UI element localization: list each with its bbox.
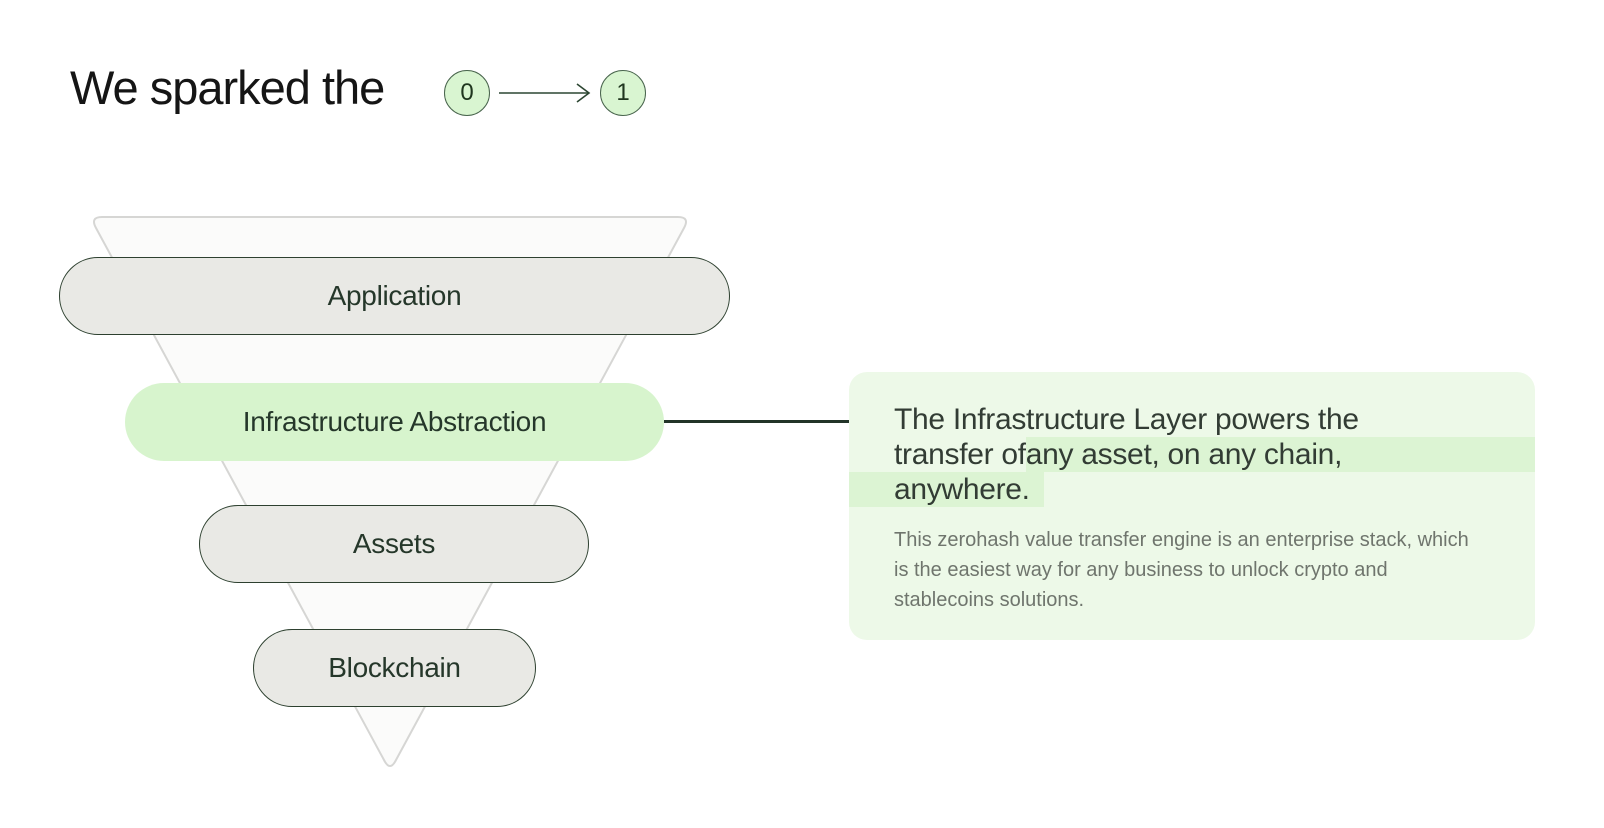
- headline-line-1: The Infrastructure Layer powers the: [894, 403, 1359, 436]
- funnel-layer-blockchain: Blockchain: [253, 629, 536, 707]
- headline-highlight-text: any asset, on any chain,: [1025, 437, 1535, 472]
- headline-line-3: anywhere.: [849, 472, 1535, 507]
- funnel-layer-label: Infrastructure Abstraction: [242, 406, 547, 437]
- headline-highlight-text: anywhere.: [849, 472, 1044, 507]
- headline-plain-text: transfer of: [894, 438, 1026, 471]
- page-title: We sparked the: [70, 61, 385, 114]
- callout-panel: The Infrastructure Layer powers the tran…: [849, 372, 1535, 640]
- funnel-layer-label: Application: [327, 280, 462, 311]
- callout-body: This zerohash value transfer engine is a…: [894, 529, 1469, 611]
- arrow-right-icon: [499, 83, 591, 103]
- funnel-layer-assets: Assets: [199, 505, 589, 583]
- connector-line: [664, 420, 864, 423]
- zero-badge: 0: [444, 70, 490, 116]
- one-badge: 1: [600, 70, 646, 116]
- zero-to-one-graphic: 0 1: [444, 70, 646, 116]
- funnel-layer-infrastructure-abstraction: Infrastructure Abstraction: [125, 383, 664, 461]
- funnel-layer-application: Application: [59, 257, 730, 335]
- funnel-layer-label: Blockchain: [328, 652, 461, 683]
- headline-line-2: transfer of any asset, on any chain,: [894, 437, 1535, 472]
- funnel-layer-label: Assets: [352, 528, 436, 559]
